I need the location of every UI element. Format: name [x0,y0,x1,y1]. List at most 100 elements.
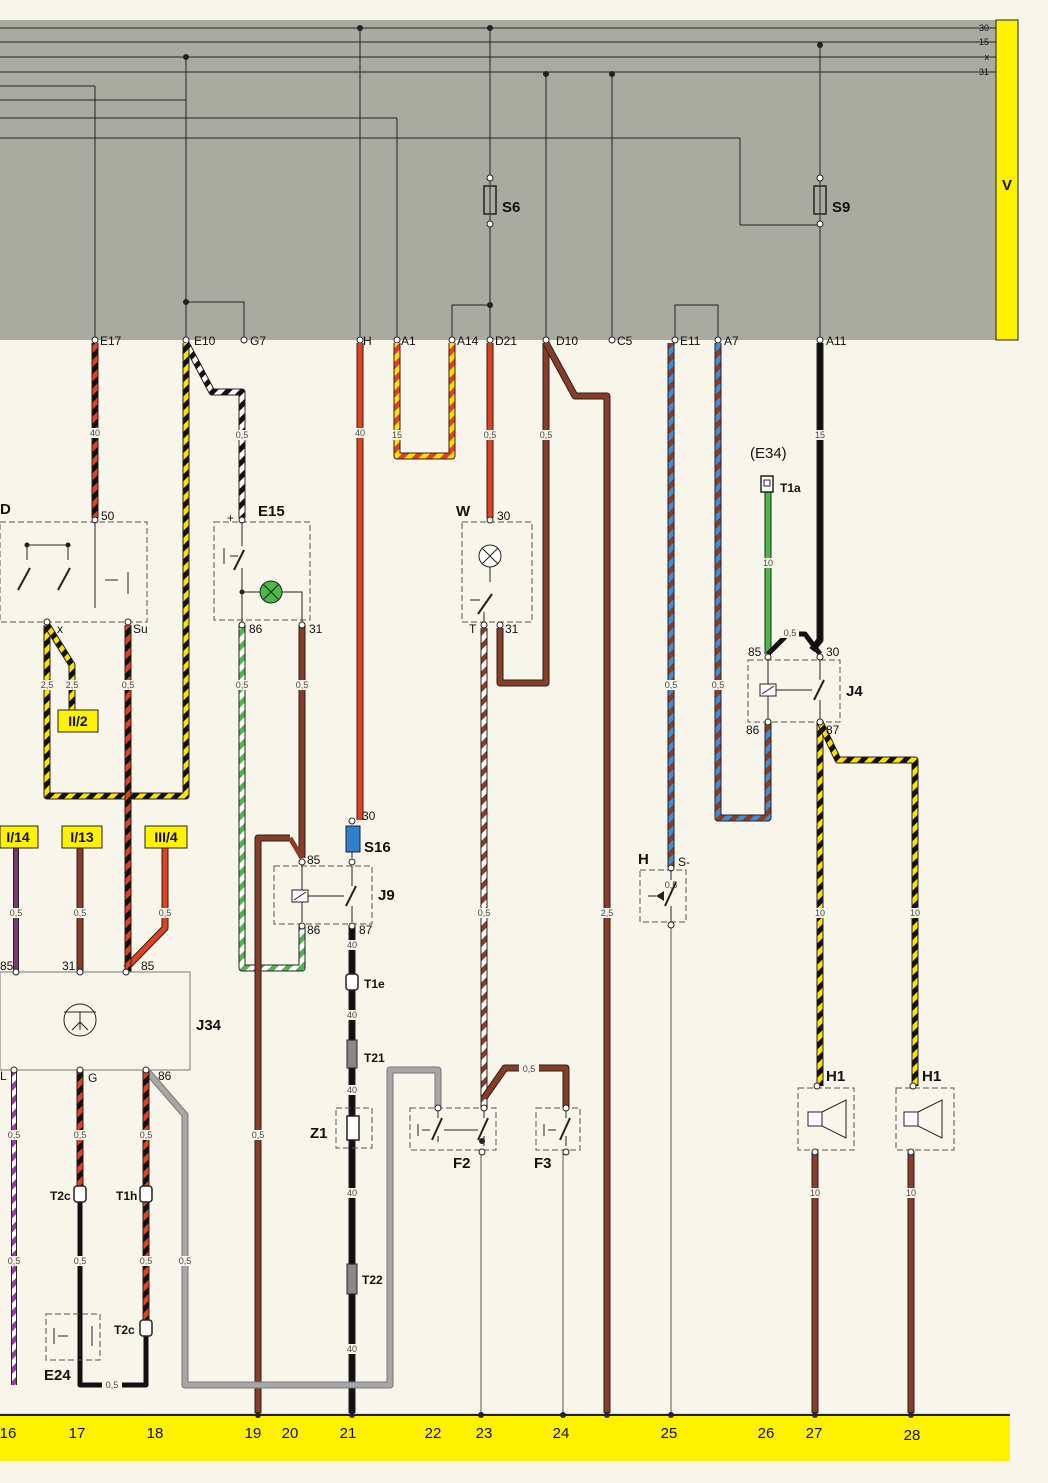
j4-terminal-85: 85 [748,645,762,659]
e15-terminal-86: 86 [249,622,263,636]
j34-terminal-86: 86 [158,1069,172,1083]
wire-size: 10 [763,558,773,568]
j9-terminal-85: 85 [307,853,321,867]
component-e24-label: E24 [44,1367,71,1384]
component-f2-label: F2 [453,1155,471,1172]
connector-t1a-label: T1a [780,481,801,495]
wire-size: 0,5 [484,430,497,440]
cross-ref-ii2 [57,709,99,733]
wire-size: 2,5 [41,680,54,690]
terminal-A1: A1 [401,334,416,348]
connector-t2c-b-label: T2c [114,1323,135,1337]
column-23: 23 [476,1425,493,1442]
connector-t22-label: T22 [362,1273,383,1287]
component-h-label: H [638,851,649,868]
component-h1b-label: H1 [922,1068,941,1085]
e15-plus: + [227,511,234,525]
connector-t21-label: T21 [364,1051,385,1065]
connector-t22 [346,1263,358,1295]
panel-internal-wiring [185,28,821,340]
terminal-E10: E10 [194,334,216,348]
component-e34-label: (E34) [750,445,787,462]
wire-size: 0,5 [236,430,249,440]
cross-ref-iii4 [144,825,188,849]
wire-size: 2,5 [66,680,79,690]
terminal-A7: A7 [724,334,739,348]
d-terminal-50: 50 [101,509,115,523]
column-26: 26 [758,1425,775,1442]
panel-junction-dots [183,25,823,308]
cigarette-lighter-z1 [335,1107,373,1149]
wire-a7 [714,343,772,822]
wire-size: 10 [910,908,920,918]
relay-j9 [273,858,373,930]
component-z1-label: Z1 [310,1125,328,1142]
wire-size: 0,5 [712,680,725,690]
wire-size-labels: 40 0,5 40 15 0,5 0,5 0,5 0,5 15 10 2,5 2… [4,428,924,1390]
wire-size: 0,5 [140,1130,153,1140]
d-terminal-su: Su [133,622,148,636]
j34-terminal-l: L [0,1069,7,1083]
wire-size: 0,5 [10,908,23,918]
panel-side-strip [995,19,1019,341]
w-terminal-30: 30 [497,509,511,523]
w-terminal-31: 31 [505,622,519,636]
cross-ref-i13-label: I/13 [70,829,94,845]
wire-size: 0,5 [665,680,678,690]
wire-size: 0,5 [252,1130,265,1140]
connector-t1e [345,973,359,991]
wire-e15-86 [238,625,306,972]
ignition-switch-d [0,516,148,626]
d-terminal-x: x [57,622,63,636]
wire-size: 40 [347,940,357,950]
horn-h1-a [797,1082,855,1156]
component-f3-label: F3 [534,1155,552,1172]
wire-size: 10 [815,908,825,918]
column-21: 21 [340,1425,357,1442]
cross-ref-i13 [61,825,103,849]
ground-junctions [255,1412,914,1418]
wire-size: 0,5 [665,880,678,890]
column-28: 28 [904,1427,921,1444]
fuse-s9 [813,174,827,228]
component-d-label: D [0,501,11,518]
connector-t2c-b [139,1319,153,1337]
j34-terminal-31: 31 [62,959,76,973]
wire-size: 0,5 [784,628,797,638]
column-16: 16 [0,1425,16,1442]
ground-bar [0,1413,1010,1461]
horn-h1-b [895,1082,955,1156]
fuse-s16 [345,817,361,858]
terminal-E17: E17 [100,334,122,348]
j34-terminal-g: G [88,1071,97,1085]
relay-panel [0,20,996,340]
wire-size: 15 [392,430,402,440]
wire-t2c-e24 [77,1200,149,1388]
wire-size: 0,5 [8,1256,21,1266]
fuse-s9-label: S9 [832,199,850,216]
wire-size: 0,5 [179,1256,192,1266]
wire-size: 2,5 [601,908,614,918]
terminal-G7: G7 [250,334,266,348]
wire-size: 0,5 [106,1380,119,1390]
component-j34-label: J34 [196,1017,222,1034]
j4-terminal-86: 86 [746,723,760,737]
component-e15-label: E15 [258,503,285,520]
bus-rails [0,27,996,340]
wire-d10-ground [542,341,611,1413]
j34-terminal-85b: 85 [141,959,155,973]
column-20: 20 [282,1425,299,1442]
wire-size: 0,5 [74,908,87,918]
wire-size: 40 [347,1010,357,1020]
wire-j4-87-h1b [816,720,919,1086]
wire-size: 0,5 [74,1130,87,1140]
wire-size: 0,5 [140,1256,153,1266]
wire-gray [143,1066,442,1389]
wire-size: 40 [347,1085,357,1095]
wire-size: 0,5 [540,430,553,440]
wire-size: 40 [347,1344,357,1354]
s16-terminal-30: 30 [362,809,376,823]
connector-t1e-label: T1e [364,977,385,991]
terminal-C5: C5 [617,334,633,348]
